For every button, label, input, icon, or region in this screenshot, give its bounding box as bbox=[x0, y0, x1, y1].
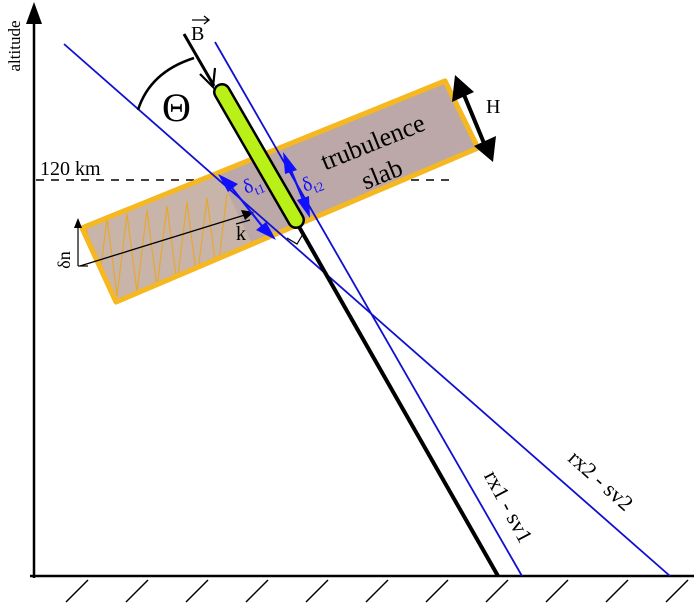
ray-rx1-sv1-label: rx1 - sv1 bbox=[479, 466, 538, 547]
slab-thickness-arrow bbox=[452, 75, 496, 162]
b-field-arrow bbox=[182, 33, 217, 90]
delta-n-marker bbox=[74, 218, 88, 267]
theta-angle-arc bbox=[136, 56, 195, 111]
delta-t1-arrow bbox=[218, 174, 276, 240]
ground bbox=[30, 574, 694, 603]
theta-label: Θ bbox=[162, 85, 191, 130]
ray-rx1-sv1 bbox=[214, 41, 523, 577]
ray-rx2-sv2 bbox=[63, 43, 671, 577]
delta-t2-arrow bbox=[283, 152, 310, 218]
right-angle-marker bbox=[286, 233, 304, 245]
delta-n-label: δn bbox=[54, 251, 74, 268]
field-aligned-tube bbox=[213, 83, 305, 229]
b-vector-overarrow bbox=[192, 15, 211, 25]
altitude-120km-label: 120 km bbox=[40, 158, 101, 180]
magnetic-field-line bbox=[296, 224, 500, 577]
k-vector-overarrow bbox=[235, 219, 251, 225]
altitude-axis-label: altitude bbox=[5, 21, 24, 72]
altitude-axis bbox=[26, 2, 42, 578]
ray-rx2-sv2-label: rx2 - sv2 bbox=[564, 445, 639, 516]
b-vector-label: B bbox=[191, 23, 204, 45]
k-vector-label: k bbox=[236, 223, 246, 245]
slab-thickness-label: H bbox=[486, 96, 500, 118]
